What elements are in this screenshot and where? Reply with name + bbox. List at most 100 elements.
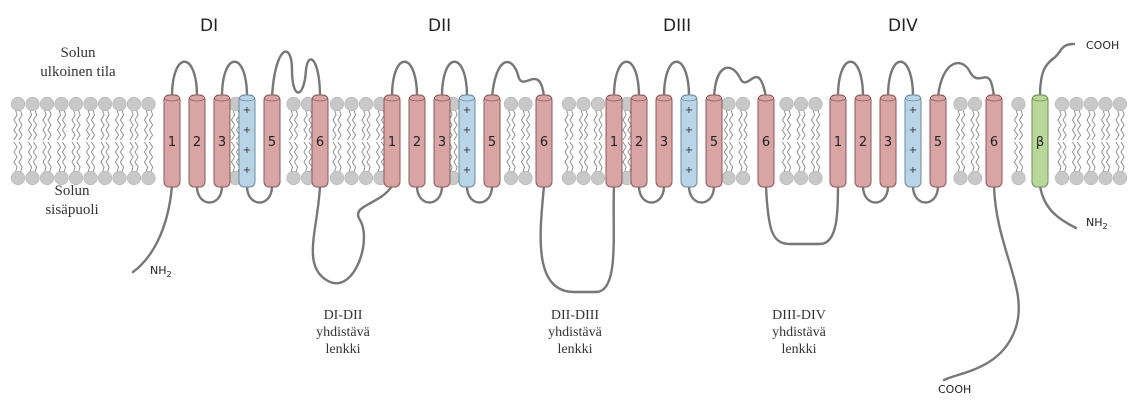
lipid-head-inner: [287, 171, 301, 185]
lipid-tail: [231, 142, 234, 172]
lipid-tail: [1077, 110, 1080, 140]
lipid-tail: [48, 110, 51, 140]
lipid-head-inner: [577, 171, 591, 185]
helix-div-s1-cap: [831, 95, 846, 101]
lipid-tail: [338, 142, 341, 172]
helix-beta-subunit-label: β: [1036, 135, 1044, 150]
outside-label-line2: ulkoinen tila: [18, 63, 138, 82]
helix-dii-s2-label: 2: [413, 135, 421, 150]
lipid-tail: [454, 142, 457, 172]
cooh-label-beta: COOH: [1086, 39, 1119, 52]
lipid-tail: [1058, 110, 1061, 140]
lipid-tail: [62, 142, 65, 172]
domain-label-dii: DII: [428, 16, 451, 36]
lipid-tail: [149, 110, 152, 140]
lipid-head-outer: [142, 97, 156, 111]
helix-di-s3-label: 3: [218, 135, 226, 150]
lipid-head-inner: [780, 171, 794, 185]
lipid-tail: [130, 110, 133, 140]
lipid-head-inner: [127, 171, 141, 185]
lipid-tail: [294, 142, 297, 172]
chain-segment-14: [639, 186, 664, 203]
lipid-tail: [101, 110, 104, 140]
lipid-tail: [507, 142, 510, 172]
chain-segment-24: [944, 186, 1019, 380]
lipid-tail: [43, 110, 46, 140]
lipid-tail: [961, 142, 964, 172]
lipid-tail: [376, 110, 379, 140]
helix-div-s5-cap: [931, 95, 946, 101]
lipid-head-outer: [345, 97, 359, 111]
chain-segment-2: [197, 186, 222, 203]
lipid-tail: [1019, 142, 1022, 172]
helix-dii-s1-label: 1: [388, 135, 396, 150]
helix-div-s3-cap: [881, 95, 896, 101]
lipid-head-outer: [11, 97, 25, 111]
helix-diii-s2: 2: [631, 95, 647, 187]
lipid-tail: [1014, 142, 1017, 172]
lipid-tail: [782, 110, 785, 140]
helix-dii-s5-label: 5: [488, 135, 496, 150]
helix-diii-s3-label: 3: [660, 135, 668, 150]
helix-dii-s5-cap: [485, 95, 500, 101]
lipid-tail: [594, 110, 597, 140]
lipid-tail: [144, 110, 147, 140]
lipid-head-outer: [954, 97, 968, 111]
helix-div-s3: 3: [880, 95, 896, 187]
lipid-head-outer: [98, 97, 112, 111]
linker-di-dii-line1: DI-DII: [288, 307, 398, 324]
lipid-head-inner: [954, 171, 968, 185]
lipid-tail: [802, 142, 805, 172]
chain-segment-0: [133, 186, 172, 272]
lipid-tail: [739, 142, 742, 172]
lipid-head-inner: [142, 171, 156, 185]
helix-div-s4-charge-0: +: [909, 105, 917, 116]
lipid-tail: [149, 142, 152, 172]
lipid-tail: [1106, 110, 1109, 140]
helix-diii-s5-cap: [707, 95, 722, 101]
lipid-tail: [1121, 110, 1124, 140]
lipid-tail: [304, 142, 307, 172]
lipid-tail: [599, 142, 602, 172]
cooh-label-c-terminus: COOH: [938, 383, 971, 396]
chain-segment-19: [838, 62, 863, 97]
lipid-head-outer: [287, 97, 301, 111]
lipid-head-outer: [562, 97, 576, 111]
lipid-tail: [14, 110, 17, 140]
helix-dii-s4: ++++: [459, 95, 475, 187]
lipid-tail: [729, 110, 732, 140]
lipid-tail: [91, 142, 94, 172]
nh2-label-beta: NH2: [1086, 216, 1108, 231]
helix-diii-s1-label: 1: [610, 135, 618, 150]
helix-diii-s4-charge-1: +: [685, 125, 693, 136]
lipid-tail: [1014, 110, 1017, 140]
lipid-head-inner: [562, 171, 576, 185]
lipid-tail: [106, 142, 109, 172]
lipid-tail: [739, 110, 742, 140]
helix-div-s4-charge-3: +: [909, 165, 917, 176]
helix-div-s6: 6: [986, 95, 1002, 187]
chain-segment-15: [664, 62, 689, 97]
lipid-tail: [347, 110, 350, 140]
lipid-tail: [28, 110, 31, 140]
lipid-head-outer: [26, 97, 40, 111]
lipid-tail: [19, 142, 22, 172]
lipid-head-inner: [345, 171, 359, 185]
lipid-tail: [623, 110, 626, 140]
lipid-head-inner: [1070, 171, 1084, 185]
lipid-tail: [1072, 110, 1075, 140]
chain-segment-21: [888, 62, 913, 97]
lipid-tail: [338, 110, 341, 140]
lipid-tail: [797, 142, 800, 172]
lipid-tail: [971, 142, 974, 172]
helix-di-s5: 5: [264, 95, 280, 187]
lipid-head-outer: [113, 97, 127, 111]
lipid-tail: [797, 110, 800, 140]
lipid-tail: [304, 110, 307, 140]
lipid-tail: [106, 110, 109, 140]
linker-label-dii-diii: DII-DIII yhdistävä lenkki: [520, 307, 630, 358]
lipid-tail: [72, 110, 75, 140]
helix-di-s4-cap: [240, 95, 255, 101]
lipid-tail: [294, 110, 297, 140]
